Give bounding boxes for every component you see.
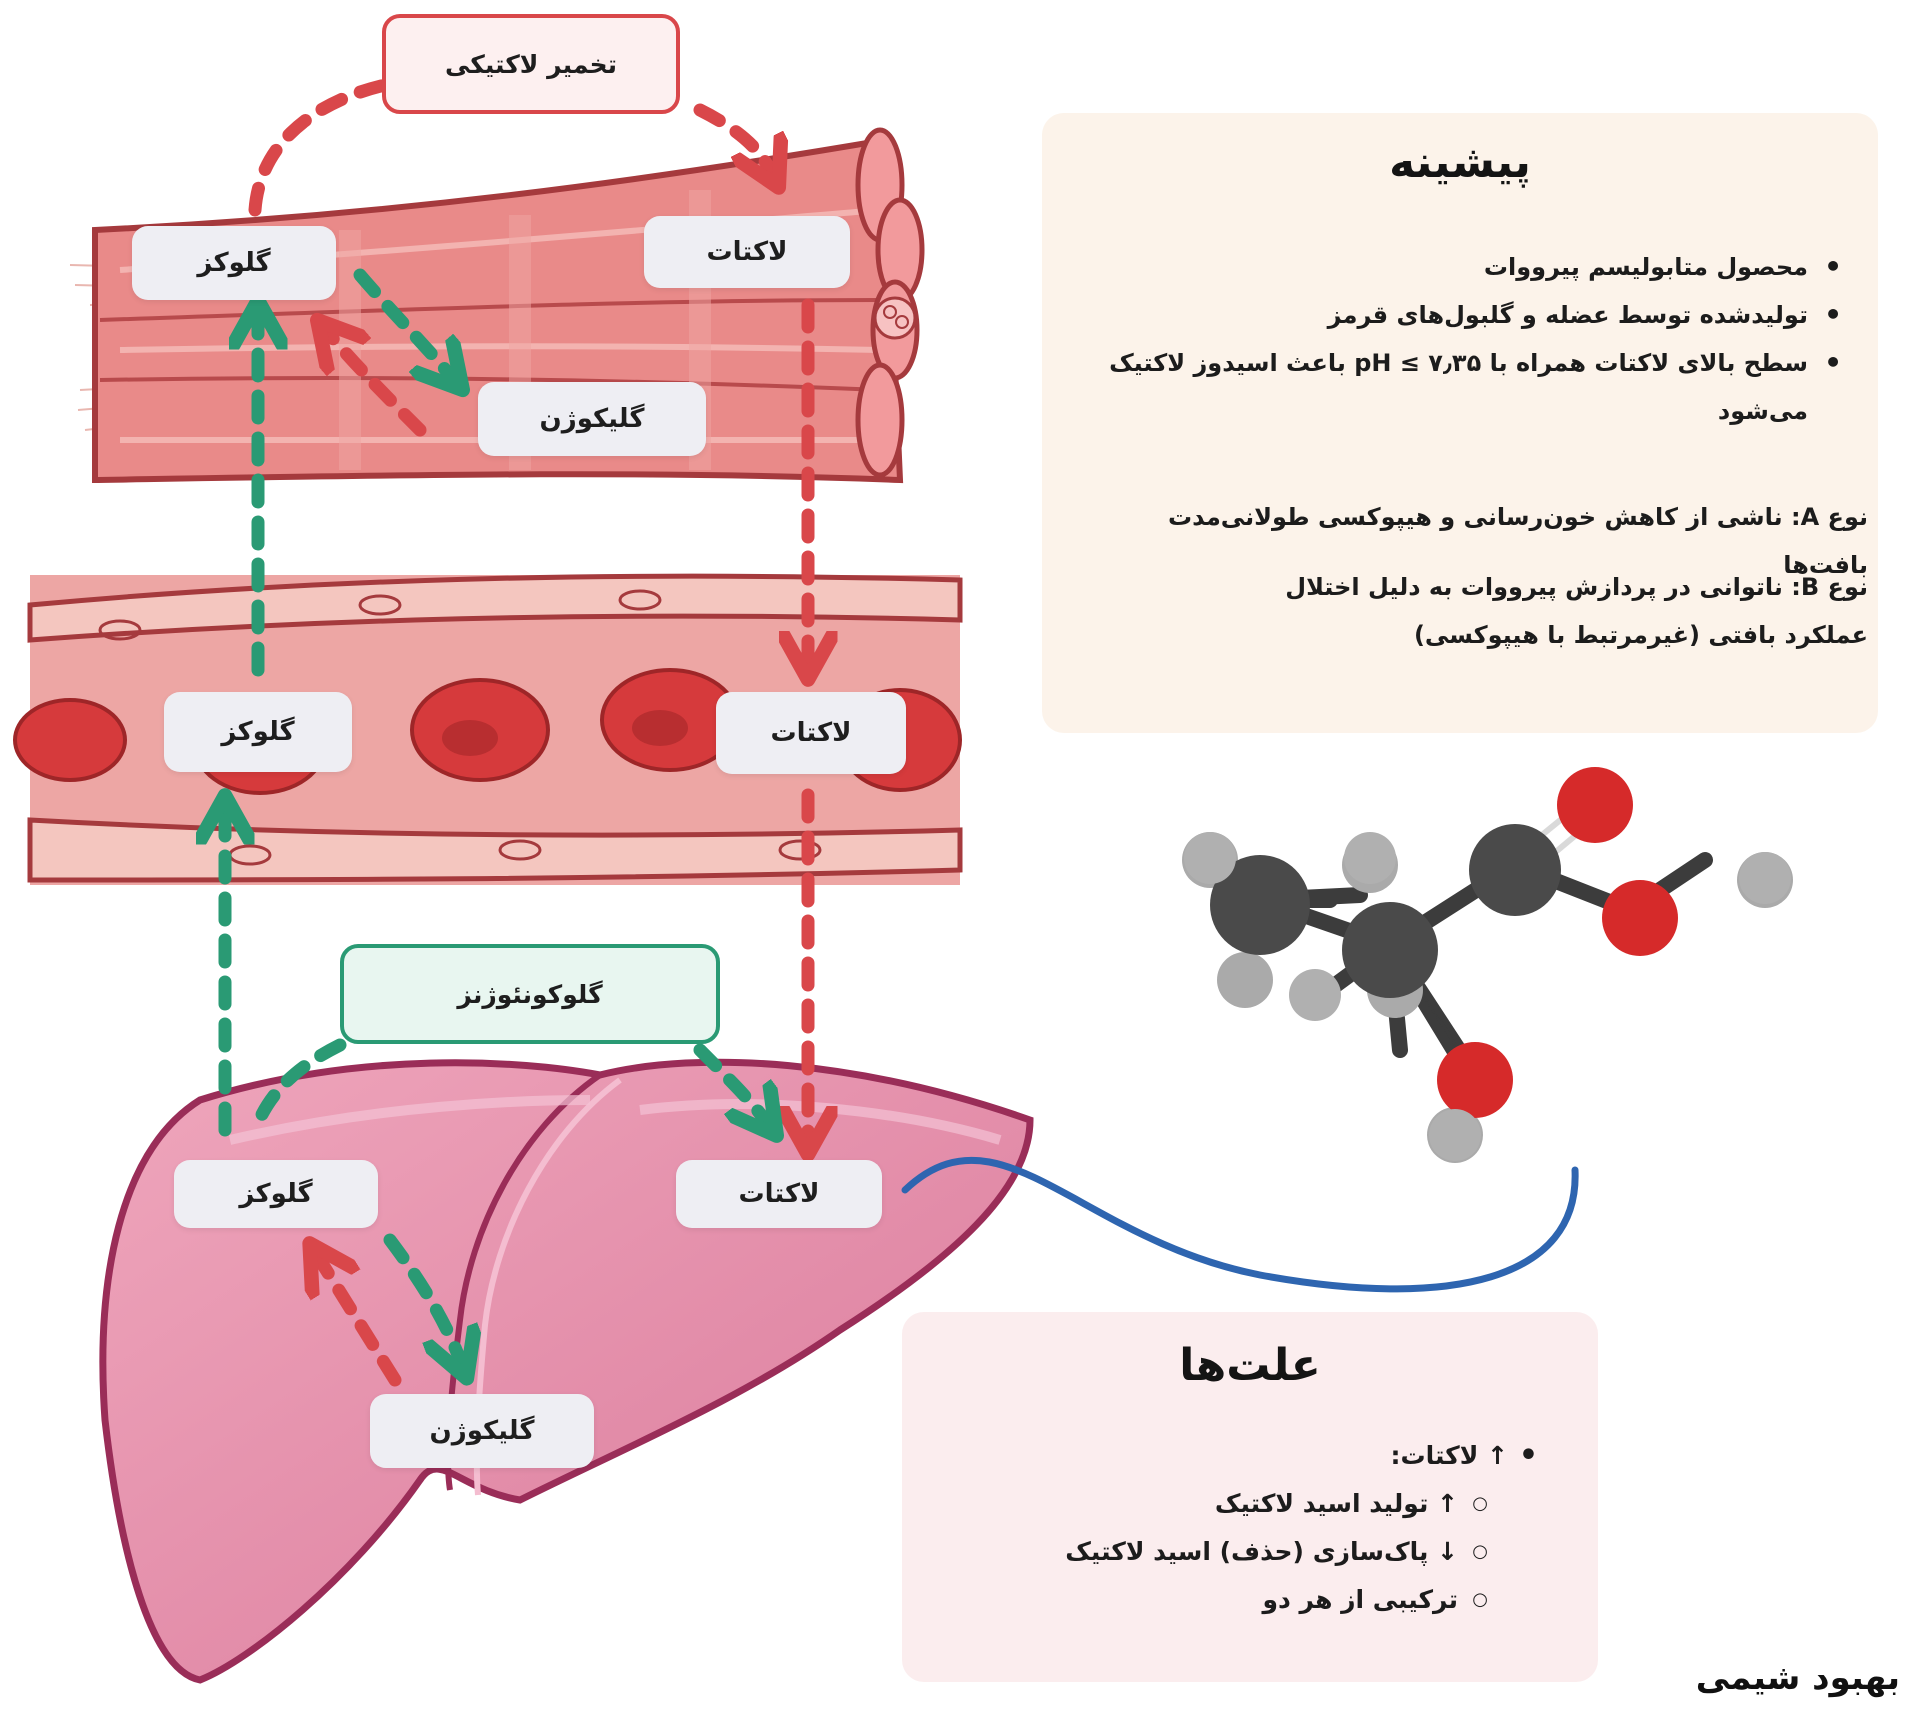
cycle-arrows xyxy=(225,78,808,1387)
arrow-gluconeogenesis-to-liver-lactate xyxy=(693,1043,765,1120)
causes-panel: علت‌ها ↑ لاکتات: ↑ تولید اسید لاکتیک ↓ پ… xyxy=(902,1312,1598,1682)
blood-glucose-tag: گلوکز xyxy=(164,692,352,772)
causes-title: علت‌ها xyxy=(1179,1340,1321,1391)
background-panel: پیشینه محصول متابولیسم پیرووات تولیدشده … xyxy=(1042,113,1878,733)
arrow-liver-glucose-to-glycogen xyxy=(383,1233,460,1360)
causes-sub-item: ترکیبی از هر دو xyxy=(902,1576,1598,1624)
blood-lactate-tag: لاکتات xyxy=(716,692,906,774)
background-title: پیشینه xyxy=(1389,137,1531,188)
background-bullet: تولیدشده توسط عضله و گلبول‌های قرمز xyxy=(1042,291,1842,339)
causes-main-item: ↑ لاکتات: xyxy=(902,1432,1598,1480)
background-bullet: محصول متابولیسم پیرووات xyxy=(1042,243,1842,291)
causes-sub-item: ↓ پاک‌سازی (حذف) اسید لاکتیک xyxy=(902,1528,1598,1576)
liver-lactate-tag: لاکتات xyxy=(676,1160,882,1228)
type-b-text: نوع B: ناتوانی در پردازش پیرووات به دلیل… xyxy=(1285,573,1868,649)
background-bullet: سطح بالای لاکتات همراه با pH ≤ ۷٫۳۵ باعث… xyxy=(1042,339,1842,435)
causes-sub-item: ↑ تولید اسید لاکتیک xyxy=(902,1480,1598,1528)
arrow-gluconeogenesis-to-liver-glucose xyxy=(248,1038,347,1137)
muscle-lactate-tag: لاکتات xyxy=(644,216,850,288)
arrow-muscle-glycogen-to-glucose xyxy=(330,335,427,437)
gluconeogenesis-label: گلوکونئوژنز xyxy=(340,944,720,1044)
muscle-glucose-tag: گلوکز xyxy=(132,226,336,300)
arrow-fermentation-to-lactate xyxy=(693,103,770,170)
lactic-fermentation-label: تخمیر لاکتیکی xyxy=(382,14,680,114)
muscle-glycogen-tag: گلیکوژن xyxy=(478,382,706,456)
liver-illustration xyxy=(99,1058,1034,1684)
author-signature: بهبود شیمی xyxy=(1695,1658,1900,1698)
type-a-text: نوع A: ناشی از کاهش خون‌رسانی و هیپوکسی … xyxy=(1167,503,1868,579)
lactic-acid-molecule-illustration xyxy=(1182,767,1793,1163)
arrow-glucose-to-fermentation xyxy=(248,78,392,217)
arrow-liver-glycogen-to-glucose xyxy=(320,1260,402,1387)
background-bullets: محصول متابولیسم پیرووات تولیدشده توسط عض… xyxy=(1042,243,1842,435)
arrow-muscle-glucose-to-glycogen xyxy=(353,268,450,375)
connector-line xyxy=(901,1156,1579,1293)
liver-glycogen-tag: گلیکوژن xyxy=(370,1394,594,1468)
liver-glucose-tag: گلوکز xyxy=(174,1160,378,1228)
causes-list: ↑ لاکتات: ↑ تولید اسید لاکتیک ↓ پاک‌سازی… xyxy=(902,1432,1598,1624)
